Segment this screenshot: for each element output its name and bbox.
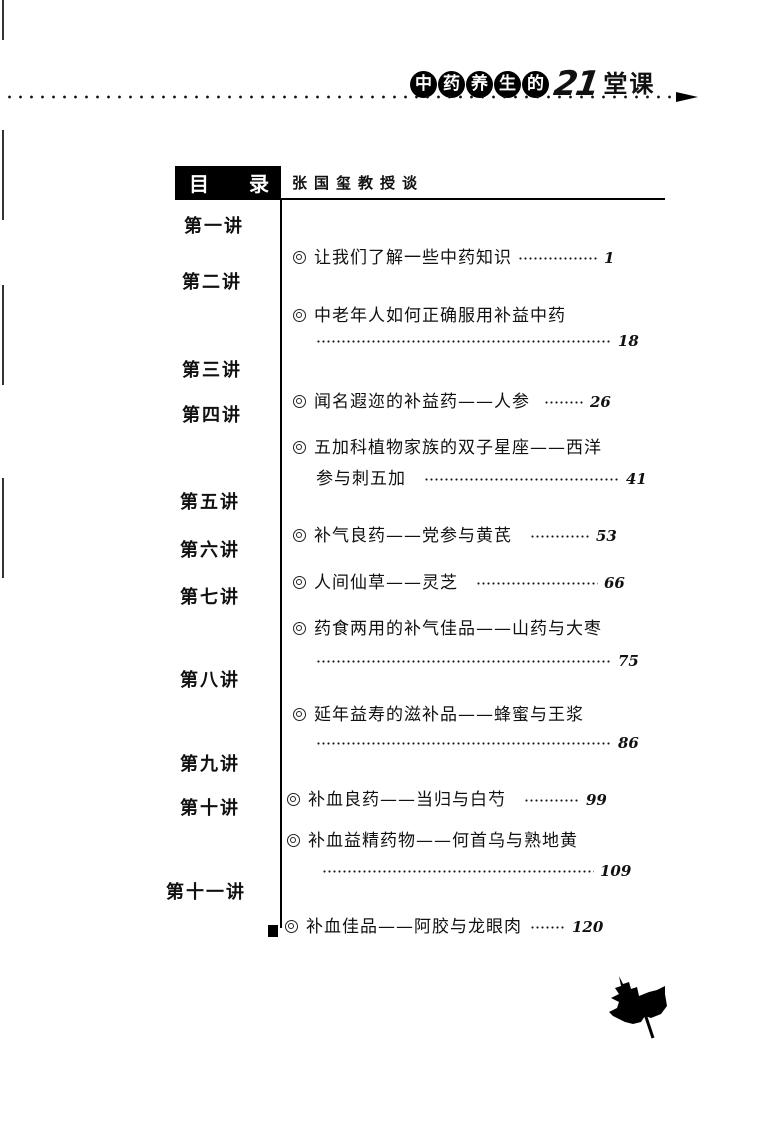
scan-edge-mark — [2, 0, 4, 40]
toc-heading-left: 目 — [189, 171, 209, 196]
entry-title-continuation: 参与刺五加 — [316, 469, 406, 489]
header-dotted-rule — [4, 95, 672, 99]
toc-entry-continuation: 参与刺五加 41 — [316, 464, 647, 489]
scan-edge-mark — [2, 130, 4, 220]
toc-entry[interactable]: 补气良药——党参与黄芪 53 — [293, 521, 617, 546]
toc-entry[interactable]: 补血良药——当归与白芍 99 — [287, 785, 607, 810]
double-circle-bullet-icon — [287, 834, 300, 847]
chapter-label: 第三讲 — [182, 360, 242, 381]
double-circle-bullet-icon — [293, 529, 306, 542]
chapter-label: 第九讲 — [180, 754, 240, 775]
leader-dots — [524, 798, 580, 802]
chapter-label: 第十讲 — [180, 798, 240, 819]
header-char: 的 — [522, 70, 549, 98]
header-char: 药 — [438, 70, 465, 98]
entry-title: 补血佳品——阿胶与龙眼肉 — [306, 917, 522, 937]
double-circle-bullet-icon — [293, 622, 306, 635]
entry-title: 人间仙草——灵芝 — [314, 573, 458, 593]
entry-title: 药食两用的补气佳品——山药与大枣 — [314, 619, 602, 639]
double-circle-bullet-icon — [287, 793, 300, 806]
entry-title: 闻名遐迩的补益药——人参 — [314, 392, 530, 412]
toc-horizontal-rule — [175, 198, 665, 200]
page-number: 109 — [600, 862, 632, 880]
page-number: 18 — [618, 332, 639, 350]
leader-dots — [316, 659, 612, 663]
leader-dots — [322, 869, 594, 873]
header-suffix: 堂课 — [603, 70, 656, 98]
page-number: 41 — [626, 470, 647, 488]
double-circle-bullet-icon — [285, 920, 298, 933]
toc-entry[interactable]: 延年益寿的滋补品——蜂蜜与王浆 — [293, 700, 584, 725]
chapter-label: 第四讲 — [182, 405, 242, 426]
toc-entry-leader-line: 109 — [322, 861, 631, 881]
toc-rule-end-marker — [268, 925, 278, 937]
page-number: 120 — [572, 918, 604, 936]
entry-title: 让我们了解一些中药知识 — [314, 248, 512, 268]
chapter-label: 第十一讲 — [166, 882, 246, 903]
leader-dots — [316, 339, 612, 343]
toc-entry-leader-line: 18 — [316, 331, 639, 351]
toc-entry[interactable]: 人间仙草——灵芝 66 — [293, 568, 625, 593]
double-circle-bullet-icon — [293, 395, 306, 408]
page-number: 75 — [618, 652, 639, 670]
chapter-label: 第六讲 — [180, 540, 240, 561]
entry-title: 中老年人如何正确服用补益中药 — [314, 306, 566, 326]
leader-dots — [316, 741, 612, 745]
header-char: 生 — [494, 70, 521, 98]
page-number: 86 — [618, 734, 639, 752]
header-char: 中 — [410, 70, 437, 98]
entry-title: 补气良药——党参与黄芪 — [314, 526, 512, 546]
toc-vertical-rule — [280, 198, 282, 928]
running-header-title: 中 药 养 生 的 21 堂课 — [410, 64, 655, 104]
double-circle-bullet-icon — [293, 251, 306, 264]
scan-edge-mark — [2, 285, 4, 385]
toc-entry[interactable]: 闻名遐迩的补益药——人参 26 — [293, 387, 611, 412]
leader-dots — [544, 400, 584, 404]
toc-heading: 目 录 — [175, 166, 281, 198]
page-number: 66 — [604, 574, 625, 592]
toc-heading-right: 录 — [249, 171, 269, 196]
double-circle-bullet-icon — [293, 309, 306, 322]
chapter-label: 第八讲 — [180, 670, 240, 691]
right-arrow-icon — [676, 92, 698, 102]
double-circle-bullet-icon — [293, 708, 306, 721]
page-number: 53 — [596, 527, 617, 545]
entry-title: 延年益寿的滋补品——蜂蜜与王浆 — [314, 705, 584, 725]
scan-edge-mark — [2, 478, 4, 578]
chapter-label: 第五讲 — [180, 492, 240, 513]
page-number: 1 — [604, 249, 615, 267]
toc-entry-leader-line: 75 — [316, 651, 639, 671]
leader-dots — [424, 477, 620, 481]
toc-entry[interactable]: 补血佳品——阿胶与龙眼肉 120 — [285, 912, 603, 937]
entry-title: 补血益精药物——何首乌与熟地黄 — [308, 831, 578, 851]
toc-entry[interactable]: 中老年人如何正确服用补益中药 — [293, 301, 566, 326]
toc-author: 张国玺教授谈 — [292, 174, 425, 192]
entry-title: 补血良药——当归与白芍 — [308, 790, 506, 810]
leader-dots — [518, 256, 598, 260]
double-circle-bullet-icon — [293, 576, 306, 589]
chapter-label: 第一讲 — [184, 216, 244, 237]
leader-dots — [476, 581, 598, 585]
leader-dots — [530, 925, 566, 929]
toc-entry[interactable]: 让我们了解一些中药知识 1 — [293, 243, 614, 268]
toc-entry[interactable]: 药食两用的补气佳品——山药与大枣 — [293, 614, 602, 639]
chapter-label: 第七讲 — [180, 587, 240, 608]
page-number: 99 — [586, 791, 607, 809]
toc-entry-leader-line: 86 — [316, 733, 639, 753]
toc-entry[interactable]: 五加科植物家族的双子星座——西洋 — [293, 433, 602, 458]
double-circle-bullet-icon — [293, 441, 306, 454]
chapter-label: 第二讲 — [182, 272, 242, 293]
leader-dots — [530, 534, 590, 538]
toc-entry[interactable]: 补血益精药物——何首乌与熟地黄 — [287, 826, 578, 851]
header-char: 养 — [466, 70, 493, 98]
maple-leaf-icon — [609, 976, 667, 1039]
page-number: 26 — [590, 393, 611, 411]
entry-title: 五加科植物家族的双子星座——西洋 — [314, 438, 602, 458]
